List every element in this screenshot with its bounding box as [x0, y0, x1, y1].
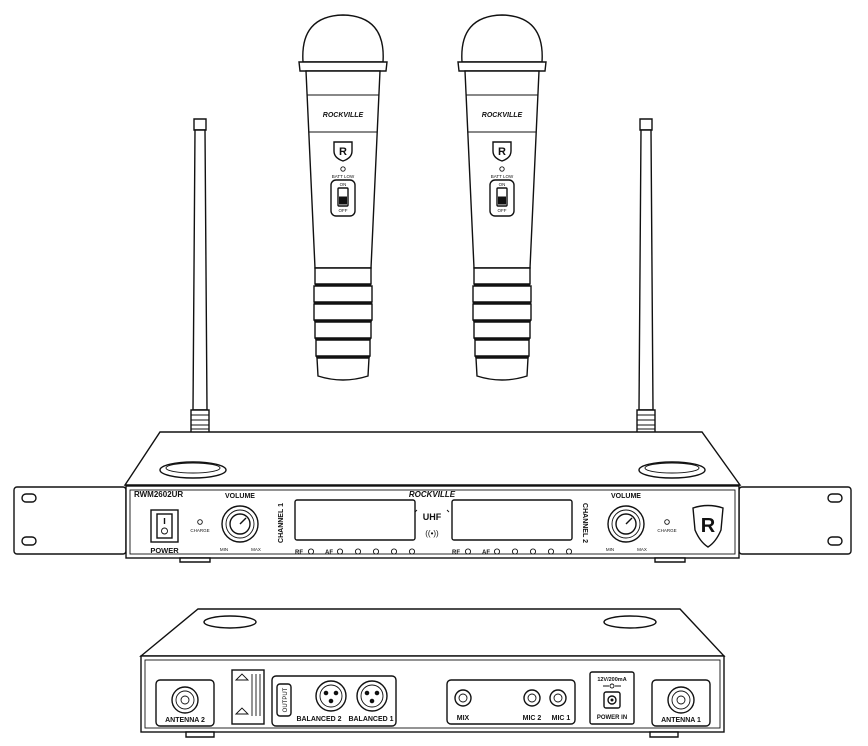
antenna-1-connector[interactable] — [667, 686, 695, 714]
microphone-2: ROCKVILLE R BATT LOW ON OFF — [457, 14, 547, 381]
rack-hole — [21, 536, 37, 546]
switch-knob-icon — [498, 196, 506, 205]
rack-hole — [827, 493, 843, 503]
mix-label: MIX — [457, 715, 470, 722]
rf-label: RF — [295, 550, 303, 556]
volume-knob-ch2[interactable] — [607, 505, 645, 543]
rockville-logo-icon: R — [692, 504, 724, 548]
mix-jack[interactable] — [454, 689, 472, 707]
off-label: OFF — [498, 208, 507, 213]
af-led-icon — [372, 548, 380, 555]
receiver-back: ANTENNA 2 OUTPUT BALANCED 2 BALANCED 1 — [139, 608, 726, 738]
display-ch1 — [294, 499, 416, 541]
af-label: AF — [325, 550, 333, 556]
balanced-2-label: BALANCED 2 — [296, 716, 341, 723]
volume-max-label: MAX — [251, 547, 261, 552]
balanced-1-label: BALANCED 1 — [348, 716, 393, 723]
rack-hole — [827, 536, 843, 546]
receiver-front: RWM2602UR ROCKVILLE POWER CHARGE VOLUME … — [13, 431, 852, 563]
channel-2-label: CHANNEL 2 — [581, 503, 588, 543]
charge-led-icon — [197, 519, 203, 525]
uhf-label: UHF — [423, 512, 442, 522]
antenna-left — [190, 118, 210, 434]
mic-brand-text: ROCKVILLE — [323, 112, 364, 119]
af-led-icon — [547, 548, 555, 555]
logo-letter: R — [498, 146, 506, 158]
af-label: AF — [482, 550, 490, 556]
af-led-icon — [354, 548, 362, 555]
volume-knob-ch1[interactable] — [221, 505, 259, 543]
logo-shield-icon — [333, 141, 353, 162]
antenna-2-label: ANTENNA 2 — [165, 717, 205, 724]
warning-label — [231, 669, 265, 725]
polarity-icon — [609, 683, 615, 689]
svg-text:R: R — [701, 515, 716, 537]
af-led-icon — [511, 548, 519, 555]
rubber-foot — [203, 615, 257, 629]
mic-1-jack[interactable] — [549, 689, 567, 707]
af-led-icon — [336, 548, 344, 555]
jack-panel — [446, 679, 576, 725]
rubber-foot — [603, 615, 657, 629]
on-label: ON — [340, 182, 347, 187]
rubber-foot — [159, 461, 227, 479]
antenna-2-connector[interactable] — [171, 686, 199, 714]
charge-label: CHARGE — [657, 528, 676, 533]
off-label: OFF — [339, 208, 348, 213]
charge-led-icon — [664, 519, 670, 525]
channel-1-label: CHANNEL 1 — [278, 503, 285, 543]
antenna-right — [636, 118, 656, 434]
charge-label: CHARGE — [190, 528, 209, 533]
logo-shield-icon — [492, 141, 512, 162]
rf-led-icon — [464, 548, 472, 555]
on-label: ON — [499, 182, 506, 187]
rubber-foot — [638, 461, 706, 479]
af-led-icon — [390, 548, 398, 555]
power-in-jack[interactable] — [603, 691, 621, 709]
af-led-icon — [493, 548, 501, 555]
xlr-balanced-2-connector[interactable] — [315, 680, 347, 712]
mic-2-jack[interactable] — [523, 689, 541, 707]
wireless-icon: ((•)) — [425, 529, 439, 538]
mic-1-label: MIC 1 — [552, 715, 571, 722]
power-in-label: POWER IN — [597, 715, 627, 721]
volume-min-label: MIN — [606, 547, 614, 552]
model-number: RWM2602UR — [134, 490, 183, 499]
af-led-icon — [529, 548, 537, 555]
rf-led-icon — [307, 548, 315, 555]
antenna-1-label: ANTENNA 1 — [661, 717, 701, 724]
microphone-1: ROCKVILLE R BATT LOW ON OFF — [298, 14, 388, 381]
front-brand-text: ROCKVILLE — [409, 490, 456, 499]
display-ch2 — [451, 499, 573, 541]
output-label: OUTPUT — [283, 687, 289, 712]
batt-led-icon — [340, 166, 346, 172]
back-panel — [140, 655, 725, 733]
af-led-icon — [565, 548, 573, 555]
volume-min-label: MIN — [220, 547, 228, 552]
rf-label: RF — [452, 550, 460, 556]
volume-label: VOLUME — [611, 493, 641, 500]
power-label: POWER — [150, 546, 179, 555]
volume-label: VOLUME — [225, 493, 255, 500]
volume-max-label: MAX — [637, 547, 647, 552]
power-spec-label: 12V/200mA — [597, 677, 626, 683]
af-meter-ch2 — [493, 548, 573, 555]
batt-low-label: BATT LOW — [491, 174, 514, 179]
mic-2-label: MIC 2 — [523, 715, 542, 722]
rack-hole — [21, 493, 37, 503]
logo-letter: R — [339, 146, 347, 158]
af-meter-ch1 — [336, 548, 416, 555]
batt-low-label: BATT LOW — [332, 174, 355, 179]
xlr-balanced-1-connector[interactable] — [356, 680, 388, 712]
batt-led-icon — [499, 166, 505, 172]
af-led-icon — [408, 548, 416, 555]
mic-brand-text: ROCKVILLE — [482, 112, 523, 119]
switch-knob-icon — [339, 196, 347, 205]
receiver-top-lid — [123, 431, 742, 486]
